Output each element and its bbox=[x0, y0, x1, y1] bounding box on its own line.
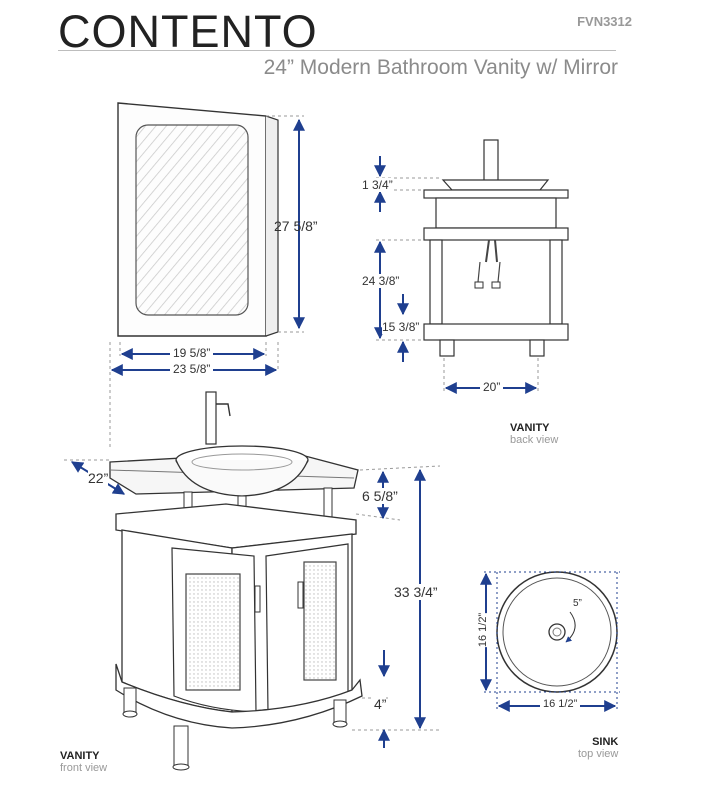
title-divider bbox=[58, 50, 616, 51]
front-view-caption-sub: front view bbox=[60, 762, 108, 774]
sink-top-drawing bbox=[484, 571, 620, 712]
upper-height-label: 24 3/8” bbox=[362, 274, 400, 288]
back-view-caption-sub: back view bbox=[510, 434, 559, 446]
mirror-drawing bbox=[109, 102, 304, 450]
back-view-caption: VANITY back view bbox=[510, 422, 558, 446]
back-width-label: 20” bbox=[480, 380, 504, 394]
vanity-front-drawing bbox=[64, 391, 441, 771]
mirror-inner-width-label: 19 5/8” bbox=[170, 346, 214, 360]
front-depth-label: 22” bbox=[88, 470, 109, 486]
leg-height-label: 4” bbox=[374, 696, 387, 712]
sink-caption-sub: top view bbox=[578, 748, 619, 760]
back-view-caption-title: VANITY bbox=[510, 422, 550, 434]
sink-caption-title: SINK bbox=[592, 736, 619, 748]
sink-depth-label: 16 1/2” bbox=[477, 612, 490, 648]
total-height-label: 33 3/4” bbox=[394, 584, 438, 600]
shelf-height-label: 15 3/8” bbox=[382, 320, 420, 334]
brand-title: CONTENTO bbox=[58, 6, 318, 57]
bowl-depth-label: 5” bbox=[573, 598, 582, 609]
top-height-label: 6 5/8” bbox=[362, 488, 398, 504]
front-view-caption: VANITY front view bbox=[60, 750, 107, 774]
model-number: FVN3312 bbox=[577, 14, 632, 29]
sink-height-label: 1 3/4” bbox=[362, 178, 393, 192]
product-subtitle: 24” Modern Bathroom Vanity w/ Mirror bbox=[263, 56, 618, 79]
mirror-outer-width-label: 23 5/8” bbox=[170, 362, 214, 376]
sink-caption: SINK top view bbox=[578, 736, 618, 760]
vanity-back-drawing bbox=[376, 139, 569, 392]
front-view-caption-title: VANITY bbox=[60, 750, 100, 762]
sink-width-label: 16 1/2” bbox=[540, 698, 581, 710]
mirror-height-label: 27 5/8” bbox=[274, 218, 318, 234]
